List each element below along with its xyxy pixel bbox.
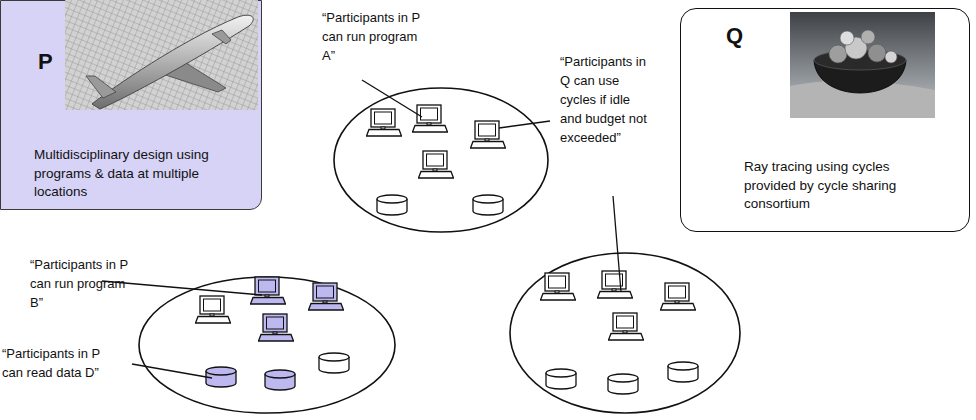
disk-icon [377,195,407,215]
disk-icon [206,367,236,387]
fruit [840,31,854,45]
policy-annotation: “Participants in P can run program B” [30,255,134,312]
policy-annotation: “Participants in P can read data D” [2,344,106,382]
resource-site [139,277,395,413]
disk-icon [473,195,503,215]
organization-box: Q Ray tracing using cycles provided by cy… [680,8,970,232]
mesh-background [65,0,258,110]
disk-icon [608,374,638,394]
leader-line [499,121,550,128]
bowl-body [814,60,906,93]
aircraft-fuselage [92,15,253,109]
fruit [845,37,867,59]
computer-icon [309,283,344,310]
organization-letter: Q [726,23,743,49]
leader-line [132,364,212,378]
organization-letter: P [38,49,53,75]
computer-icon [419,151,454,178]
computer-icon [609,313,644,340]
disk-icon [319,353,349,373]
leader-line [613,196,621,292]
resource-site [334,88,548,232]
computer-icon [413,105,448,132]
disk-icon [546,369,576,389]
computer-icon [367,109,402,136]
computer-icon [661,283,696,310]
computer-icon [259,314,294,341]
leader-line [362,80,422,117]
organization-description: Multidisciplinary design using programs … [34,146,216,202]
fruit [868,44,886,62]
mesh-grid [65,0,258,110]
scene-background [790,12,935,118]
computer-icon [196,296,231,323]
fruit [829,45,847,63]
computer-icon [541,273,576,300]
fruit [885,51,897,63]
policy-annotation: “Participants in Q can use cycles if idl… [560,52,651,147]
organization-box: P Multidisciplinary design using programs… [0,0,262,210]
computer-icon [471,121,506,148]
disk-icon [265,370,295,390]
scene-table [790,81,935,118]
aircraft-tail [86,76,116,98]
policy-annotation: “Participants in P can run program A” [322,8,426,65]
organization-description: Ray tracing using cycles provided by cyc… [744,158,922,214]
bowl-rim [814,50,906,70]
resource-site [510,253,740,413]
computer-icon [251,277,286,304]
disk-icon [668,362,698,382]
leader-line [102,281,262,295]
computer-icon [598,271,633,298]
aircraft-canard [212,30,231,44]
aircraft-wing [150,58,226,92]
fruit [861,30,875,44]
